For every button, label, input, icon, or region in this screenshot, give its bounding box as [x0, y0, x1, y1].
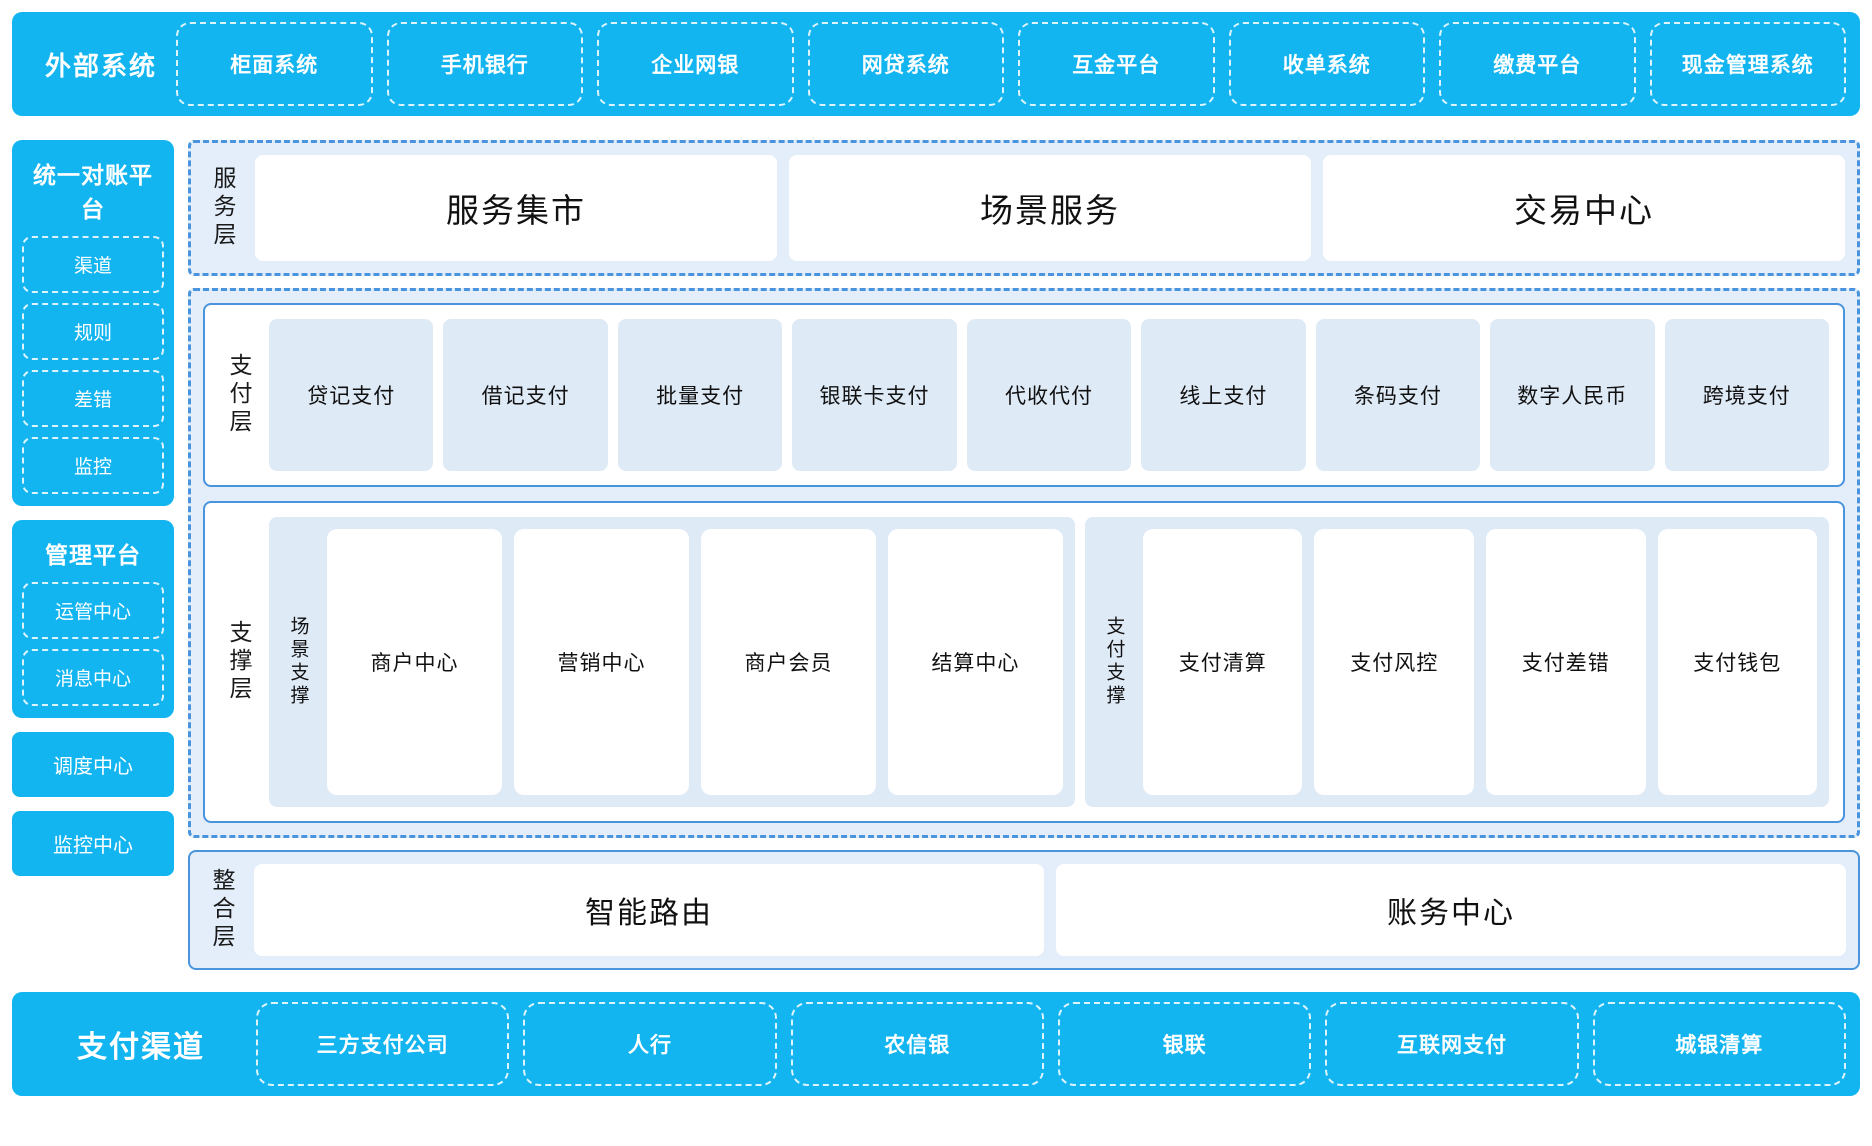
- management-platform-card: 管理平台 运管中心 消息中心: [12, 520, 174, 718]
- support-item-settlement-center[interactable]: 结算中心: [887, 529, 1063, 795]
- channel-item-unionpay[interactable]: 银联: [1057, 1002, 1312, 1086]
- external-system-item[interactable]: 网贷系统: [807, 22, 1004, 106]
- external-system-item[interactable]: 缴费平台: [1439, 22, 1636, 106]
- support-layer-card: 支撑层 场景支撑 商户中心 营销中心 商户会员 结算中心 支付支撑 支付清算 支…: [203, 501, 1845, 823]
- reconciliation-item-error[interactable]: 差错: [22, 370, 164, 427]
- channel-item-pboc[interactable]: 人行: [523, 1002, 777, 1086]
- payment-support-label: 支付支撑: [1103, 616, 1125, 708]
- scene-support-label: 场景支撑: [287, 616, 309, 708]
- integration-item-smart-routing[interactable]: 智能路由: [254, 864, 1044, 956]
- payment-item-cross-border[interactable]: 跨境支付: [1664, 319, 1829, 471]
- support-item-payment-wallet[interactable]: 支付钱包: [1657, 529, 1818, 795]
- payment-item-batch[interactable]: 批量支付: [617, 319, 783, 471]
- payment-item-debit[interactable]: 借记支付: [443, 319, 608, 471]
- external-systems-items: 柜面系统 手机银行 企业网银 网贷系统 互金平台 收单系统 缴费平台 现金管理系…: [176, 12, 1846, 116]
- payment-channels-items: 三方支付公司 人行 农信银 银联 互联网支付 城银清算: [256, 992, 1846, 1096]
- integration-item-accounting-center[interactable]: 账务中心: [1056, 864, 1846, 956]
- payment-layer-card: 支付层 贷记支付 借记支付 批量支付 银联卡支付 代收代付 线上支付 条码支付 …: [203, 303, 1845, 487]
- external-system-item[interactable]: 收单系统: [1228, 22, 1425, 106]
- support-item-marketing-center[interactable]: 营销中心: [513, 529, 689, 795]
- payment-item-credit[interactable]: 贷记支付: [269, 319, 434, 471]
- reconciliation-item-rule[interactable]: 规则: [22, 303, 164, 360]
- monitoring-center-card[interactable]: 监控中心: [12, 811, 174, 876]
- payment-support-group: 支付支撑 支付清算 支付风控 支付差错 支付钱包: [1084, 517, 1829, 807]
- channel-item-city-bank-clearing[interactable]: 城银清算: [1592, 1002, 1846, 1086]
- support-item-merchant-member[interactable]: 商户会员: [700, 529, 876, 795]
- external-system-item[interactable]: 互金平台: [1018, 22, 1215, 106]
- scheduling-center-card[interactable]: 调度中心: [12, 732, 174, 797]
- support-item-payment-clearing[interactable]: 支付清算: [1142, 529, 1303, 795]
- reconciliation-item-monitor[interactable]: 监控: [22, 437, 164, 494]
- reconciliation-platform-card: 统一对账平台 渠道 规则 差错 监控: [12, 140, 174, 506]
- support-item-merchant-center[interactable]: 商户中心: [327, 529, 502, 795]
- external-systems-title: 外部系统: [44, 50, 157, 81]
- payment-item-barcode[interactable]: 条码支付: [1315, 319, 1481, 471]
- payment-item-digital-rmb[interactable]: 数字人民币: [1490, 319, 1655, 471]
- channel-item-internet-payment[interactable]: 互联网支付: [1325, 1002, 1579, 1086]
- middle-region: 统一对账平台 渠道 规则 差错 监控 管理平台 运管中心 消息中心 调度中心 监…: [12, 140, 1860, 970]
- layers-column: 服务层 服务集市 场景服务 交易中心 支付层 贷记支付 借记支付 批量支付 银联…: [188, 140, 1860, 970]
- payment-layer-items: 贷记支付 借记支付 批量支付 银联卡支付 代收代付 线上支付 条码支付 数字人民…: [269, 319, 1829, 471]
- core-layers-group: 支付层 贷记支付 借记支付 批量支付 银联卡支付 代收代付 线上支付 条码支付 …: [188, 288, 1860, 838]
- reconciliation-platform-title: 统一对账平台: [33, 162, 153, 222]
- external-system-item[interactable]: 现金管理系统: [1649, 22, 1846, 106]
- payment-channels-band: 支付渠道 三方支付公司 人行 农信银 银联 互联网支付 城银清算: [12, 992, 1860, 1096]
- channel-item-rcc[interactable]: 农信银: [790, 1002, 1044, 1086]
- support-item-payment-risk[interactable]: 支付风控: [1314, 529, 1474, 795]
- payment-layer-label: 支付层: [226, 353, 252, 437]
- reconciliation-item-channel[interactable]: 渠道: [22, 236, 164, 293]
- external-systems-band: 外部系统 柜面系统 手机银行 企业网银 网贷系统 互金平台 收单系统 缴费平台 …: [12, 12, 1860, 116]
- service-layer-label: 服务层: [210, 166, 236, 250]
- support-layer-label: 支撑层: [226, 620, 252, 704]
- payment-channels-title: 支付渠道: [77, 1031, 205, 1064]
- payment-item-unionpay-card[interactable]: 银联卡支付: [792, 319, 957, 471]
- payment-item-online[interactable]: 线上支付: [1141, 319, 1306, 471]
- scene-support-group: 场景支撑 商户中心 营销中心 商户会员 结算中心: [269, 517, 1075, 807]
- support-item-payment-error[interactable]: 支付差错: [1485, 529, 1646, 795]
- external-system-item[interactable]: 手机银行: [386, 22, 583, 106]
- service-item-scenario[interactable]: 场景服务: [789, 155, 1311, 261]
- service-layer-group: 服务层 服务集市 场景服务 交易中心: [188, 140, 1860, 276]
- management-platform-title: 管理平台: [45, 542, 141, 568]
- management-item-operations-center[interactable]: 运管中心: [22, 582, 164, 639]
- channel-item-third-party[interactable]: 三方支付公司: [256, 1002, 510, 1086]
- external-system-item[interactable]: 柜面系统: [176, 22, 373, 106]
- service-item-marketplace[interactable]: 服务集市: [255, 155, 777, 261]
- service-item-transaction-center[interactable]: 交易中心: [1323, 155, 1845, 261]
- integration-layer-row: 整合层 智能路由 账务中心: [202, 864, 1846, 956]
- service-layer-row: 服务层 服务集市 场景服务 交易中心: [203, 155, 1845, 261]
- integration-layer-label: 整合层: [209, 868, 235, 952]
- external-system-item[interactable]: 企业网银: [597, 22, 794, 106]
- management-item-message-center[interactable]: 消息中心: [22, 649, 164, 706]
- left-sidebar: 统一对账平台 渠道 规则 差错 监控 管理平台 运管中心 消息中心 调度中心 监…: [12, 140, 174, 970]
- integration-layer-group: 整合层 智能路由 账务中心: [188, 850, 1860, 970]
- payment-item-collection-payment[interactable]: 代收代付: [966, 319, 1132, 471]
